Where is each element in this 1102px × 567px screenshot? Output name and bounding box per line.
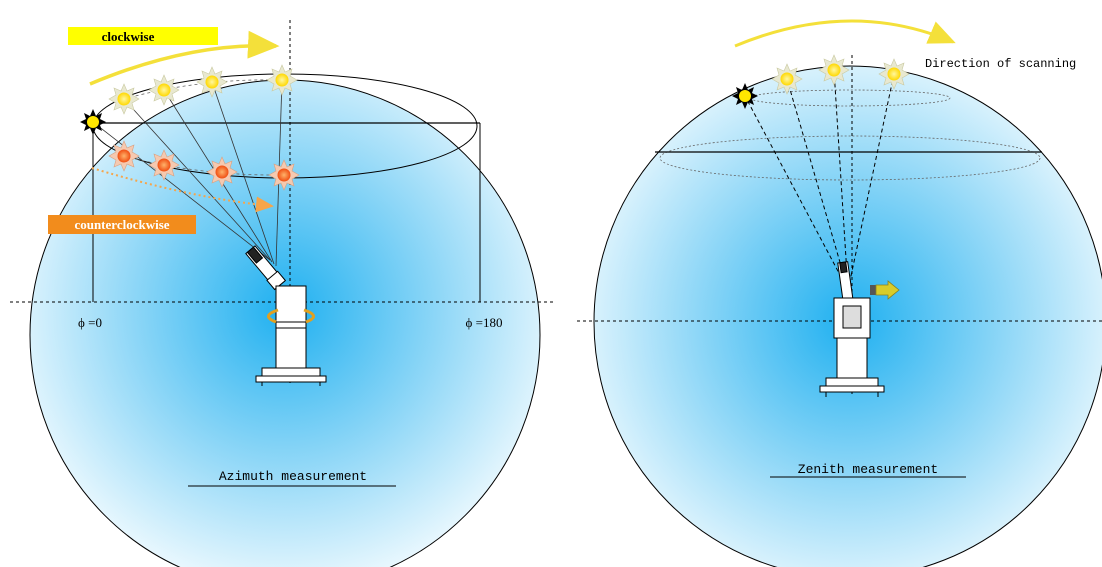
counterclockwise-tag — [48, 215, 196, 234]
sun-orange-icon — [108, 140, 140, 172]
sunphotometer-instrument-left — [245, 245, 327, 386]
clockwise-tag-label: clockwise — [102, 29, 155, 44]
scan-lines-right — [744, 69, 895, 291]
sun-yellow-icon — [266, 64, 298, 96]
sun-yellow-icon — [148, 74, 180, 106]
sun-orange-icon — [268, 159, 300, 191]
orbit-lower-dashed — [123, 155, 283, 176]
azimuth-caption: Azimuth measurement — [219, 469, 367, 484]
sun-orange-icon — [148, 149, 180, 181]
azimuth-panel: clockwise counterclockwise — [10, 20, 555, 567]
phi-180-label: ϕ =180 — [466, 315, 503, 330]
sun-start-icon — [732, 83, 758, 109]
sun-yellow-icon — [771, 63, 803, 95]
sunphotometer-instrument-right — [819, 261, 885, 397]
counterclockwise-tag-label: counterclockwise — [74, 217, 169, 232]
lower-almucantar-ellipse — [659, 135, 1041, 181]
phi-zero-label: ϕ =0 — [78, 315, 102, 330]
clockwise-tag — [68, 27, 218, 45]
clockwise-arrow — [89, 30, 280, 86]
sun-yellow-icon — [108, 83, 140, 115]
sun-yellow-icon — [818, 54, 850, 86]
zenith-panel: Direction of scanning — [577, 19, 1102, 567]
direction-of-scanning-label: Direction of scanning — [925, 57, 1076, 71]
sun-yellow-icon — [878, 58, 910, 90]
sun-start-icon — [80, 109, 106, 135]
sun-orange-icon — [206, 156, 238, 188]
rotation-arrow-right-icon — [303, 308, 315, 324]
block-arrow-right-icon — [870, 280, 900, 300]
sun-yellow-icon — [196, 66, 228, 98]
zenith-caption: Zenith measurement — [798, 462, 938, 477]
rotation-arrow-left-icon — [267, 308, 279, 324]
scanning-direction-arrow — [734, 19, 956, 48]
